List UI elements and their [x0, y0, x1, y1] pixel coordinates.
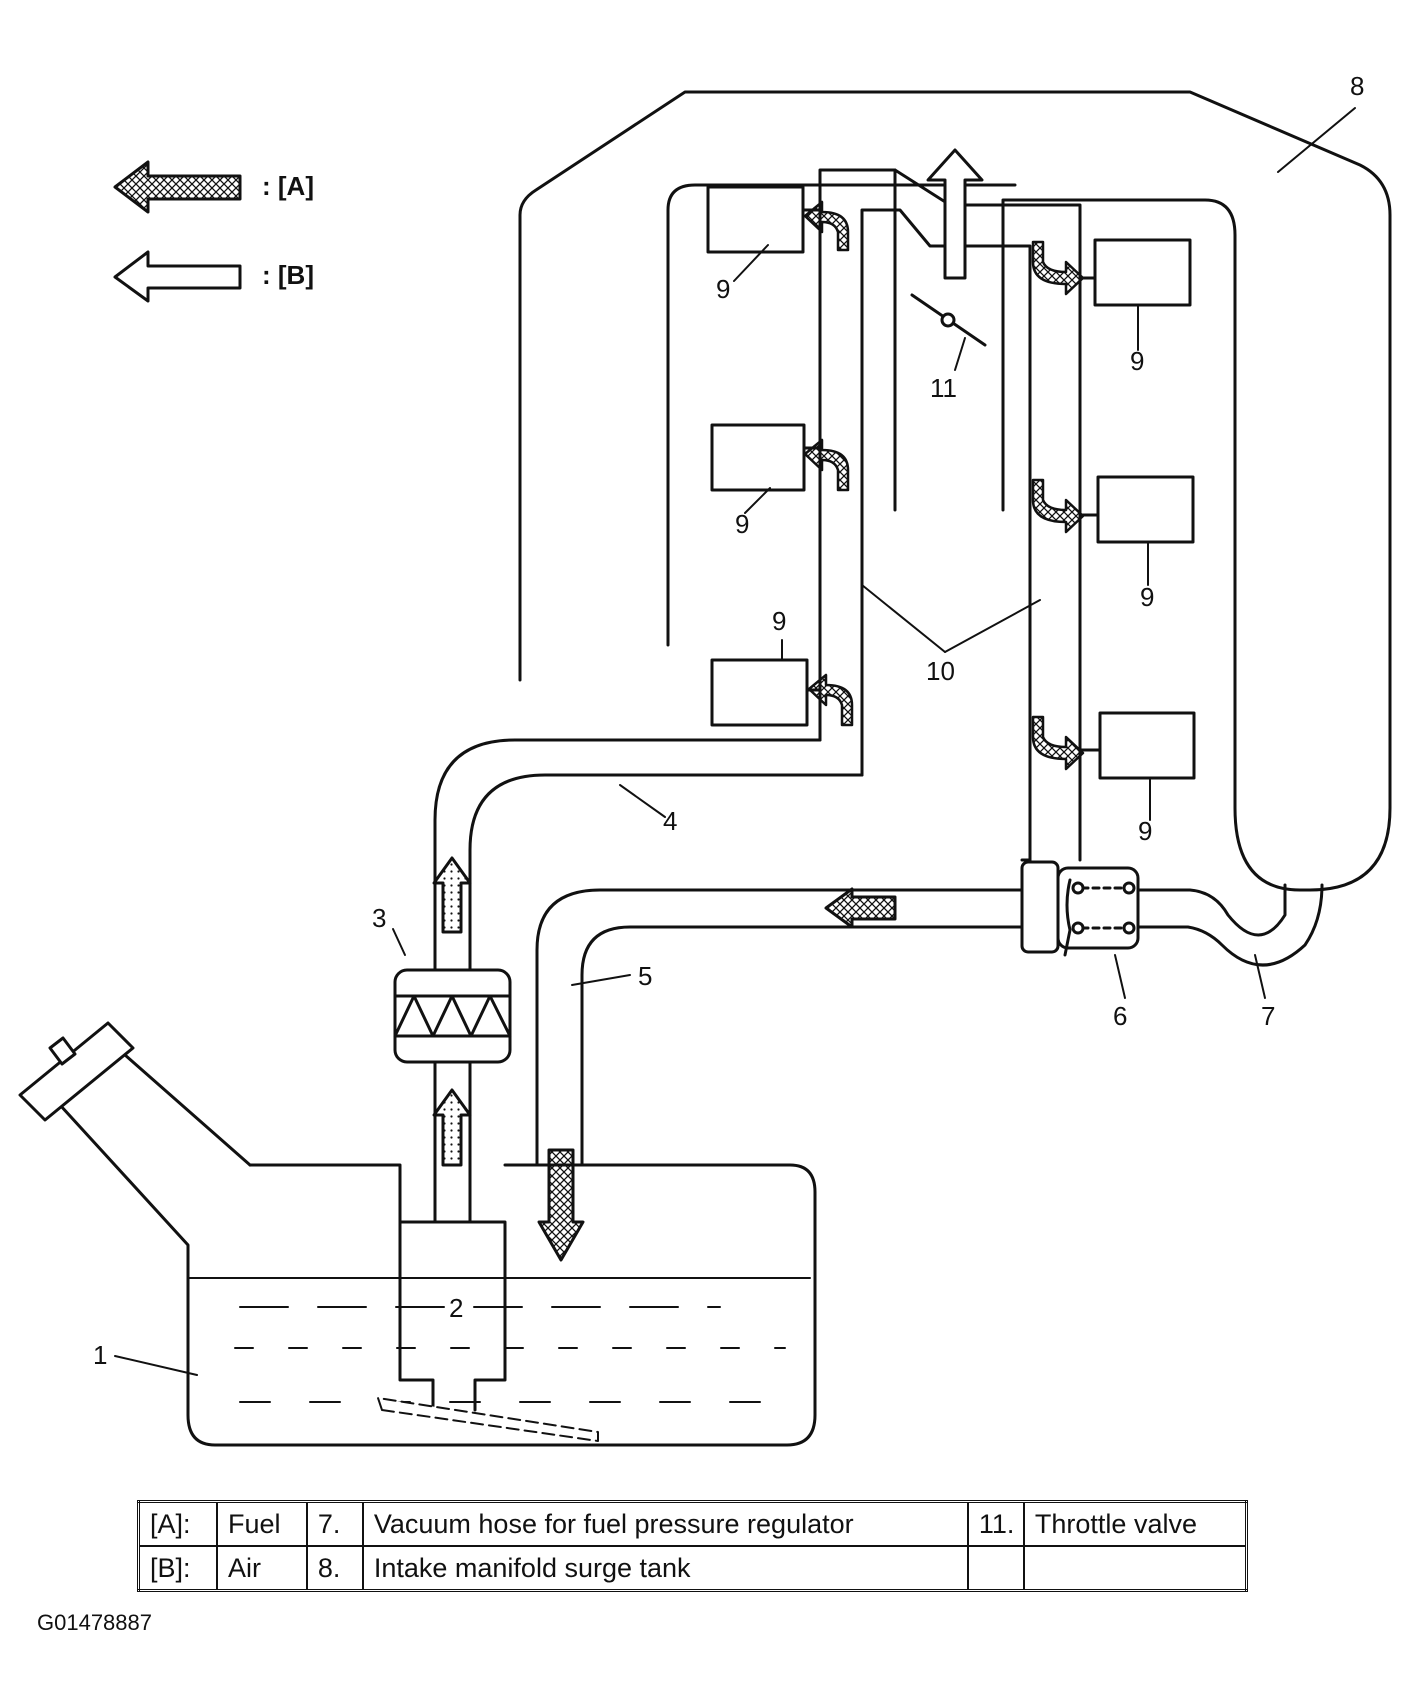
callout-vacuum-hose: 7 [1261, 1001, 1275, 1031]
callout-injector: 9 [1138, 816, 1152, 846]
throttle-valve [910, 293, 987, 347]
table-cell: Intake manifold surge tank [361, 1545, 969, 1592]
feed-arrow-lower-icon [432, 1088, 472, 1167]
callout-injector: 9 [1130, 346, 1144, 376]
table-cell: [A]: [137, 1500, 218, 1547]
callout-pressure-regulator: 6 [1113, 1001, 1127, 1031]
fuel-arrow-legend-icon [113, 160, 242, 214]
air-flow-arrow-icon [926, 148, 984, 280]
feed-arrow-upper-icon [432, 856, 472, 934]
callout-injector: 9 [735, 509, 749, 539]
figure-id: G01478887 [37, 1610, 152, 1635]
callout-injector: 9 [772, 606, 786, 636]
fuel-return-line [535, 888, 1024, 1167]
callout-injector: 9 [716, 274, 730, 304]
fuel-feed-line [433, 738, 864, 972]
callout-delivery-pipe: 10 [926, 656, 955, 686]
callout-injector: 9 [1140, 582, 1154, 612]
callout-fuel-return-line: 5 [638, 961, 652, 991]
air-arrow-legend-icon [113, 250, 242, 303]
table-cell [966, 1545, 1025, 1592]
table-cell: Throttle valve [1022, 1500, 1248, 1547]
table-cell: 7. [305, 1500, 364, 1547]
injectors [706, 185, 1196, 780]
table-cell: Fuel [216, 1500, 308, 1547]
fuel-filter [393, 968, 512, 1064]
callout-fuel-filter: 3 [372, 903, 386, 933]
legend-air-label: : [B] [262, 260, 314, 290]
intake-manifold-surge-tank [518, 90, 1392, 892]
leader-lines [114, 107, 1356, 1376]
callout-throttle-valve: 11 [930, 373, 957, 403]
fuel-tank [18, 1021, 817, 1447]
table-cell: Air [216, 1545, 308, 1592]
fuel-return-into-tank-arrow-icon [537, 1148, 585, 1262]
legend-fuel-label: : [A] [262, 171, 314, 201]
callout-fuel-pump: 2 [449, 1293, 463, 1323]
callout-fuel-feed-line: 4 [663, 806, 677, 836]
callout-surge-tank: 8 [1350, 71, 1364, 101]
delivery-pipe [818, 168, 1082, 862]
table-cell [1022, 1545, 1248, 1592]
injector-fuel-arrows-icon [803, 200, 1085, 771]
table-cell: 8. [305, 1545, 364, 1592]
table-row: [A]: Fuel 7. Vacuum hose for fuel pressu… [137, 1500, 1248, 1547]
fuel-pressure-regulator [1020, 858, 1140, 957]
pump-strainer [377, 1397, 599, 1442]
callout-fuel-tank: 1 [93, 1340, 107, 1370]
table-cell: 11. [966, 1500, 1025, 1547]
table-cell: Vacuum hose for fuel pressure regulator [361, 1500, 969, 1547]
fuel-level-dashes [234, 1306, 786, 1403]
table-row: [B]: Air 8. Intake manifold surge tank [137, 1545, 1248, 1592]
return-fuel-arrow-icon [824, 887, 897, 929]
fuel-pump [398, 1163, 507, 1412]
caption-table: [A]: Fuel 7. Vacuum hose for fuel pressu… [137, 1500, 1248, 1592]
vacuum-hose [1136, 883, 1324, 967]
table-cell: [B]: [137, 1545, 218, 1592]
